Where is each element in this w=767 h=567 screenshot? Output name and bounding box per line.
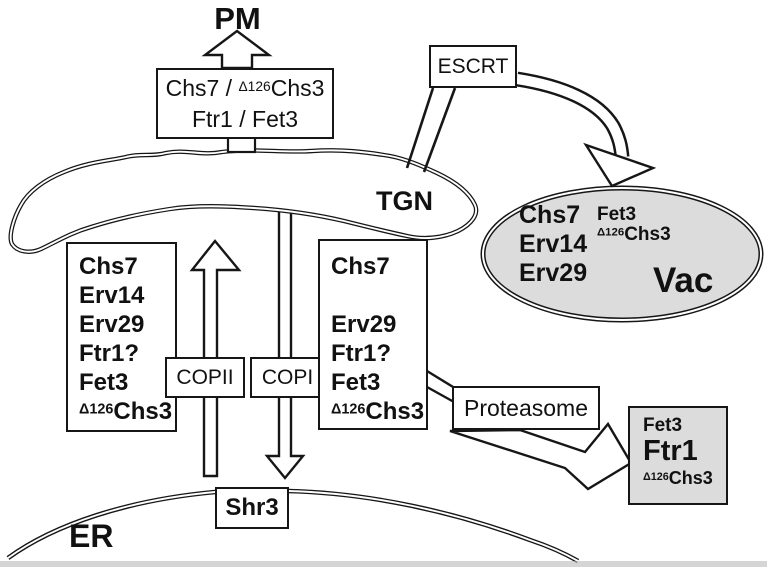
protein-item-delta: Δ126Chs3 [79,398,173,425]
protein-item: Erv29 [331,311,397,338]
degraded-ftr1: Ftr1 [643,435,698,467]
protein-item-delta: Δ126Chs3 [331,398,425,425]
protein-item: Fet3 [79,369,129,396]
copi-arrow [264,209,306,480]
bottom-crop-strip [0,561,767,567]
copii-box: COPII [165,357,245,398]
degradation-box: Fet3 Ftr1 Δ126Chs3 [628,406,728,505]
vac-protein: Chs7 [519,201,581,229]
protein-item: Fet3 [331,369,381,396]
vac-fet3: Fet3 [597,204,637,225]
vacuole-label: Vac [653,261,714,300]
vac-delta-chs3: Δ126Chs3 [597,224,671,245]
escrt-vac-arrow [515,71,657,188]
degraded-delta-chs3: Δ126Chs3 [643,468,713,488]
delta-superscript: Δ126 [238,78,271,94]
copi-box: COPI [250,357,325,398]
protein-item: Ftr1? [331,340,391,367]
vacuole-membrane [480,185,764,323]
vac-protein: Erv14 [519,230,588,258]
tgn-membrane [8,148,479,254]
delta-superscript: Δ126 [331,401,366,418]
escrt-tgn-lines [405,87,457,173]
pm-cargo-box: Chs7 / Δ126Chs3 Ftr1 / Fet3 [156,68,334,139]
right-protein-box: Chs7 Erv29 Ftr1? Fet3 Δ126Chs3 [318,239,428,430]
vac-protein: Erv29 [519,259,588,287]
er-label: ER [69,518,114,554]
tgn-label: TGN [376,186,433,216]
delta-superscript: Δ126 [643,470,669,483]
escrt-box: ESCRT [429,45,517,88]
shr3-box: Shr3 [215,487,289,529]
protein-item: Chs7 [331,253,390,280]
pm-arrow [201,29,273,70]
protein-item: Chs7 [79,253,138,280]
pm-cargo-line1: Chs7 / Δ126Chs3 [165,74,325,101]
protein-item: Ftr1? [79,340,139,367]
pm-label: PM [214,1,261,36]
left-protein-box: Chs7 Erv14 Erv29 Ftr1? Fet3 Δ126Chs3 [66,242,177,432]
proteasome-degradation-arrow [449,421,633,491]
delta-superscript: Δ126 [79,401,114,418]
protein-item: Erv29 [79,311,145,338]
pm-cargo-line2: Ftr1 / Fet3 [191,105,299,132]
degraded-fet3: Fet3 [643,415,683,436]
protein-item-blank [331,281,426,310]
tgn-exit-tab [226,135,257,154]
delta-superscript: Δ126 [597,226,625,239]
proteasome-box: Proteasome [452,386,600,430]
protein-item: Erv14 [79,282,145,309]
vacuole-protein-list: Chs7 Erv14 Erv29 [519,201,587,288]
